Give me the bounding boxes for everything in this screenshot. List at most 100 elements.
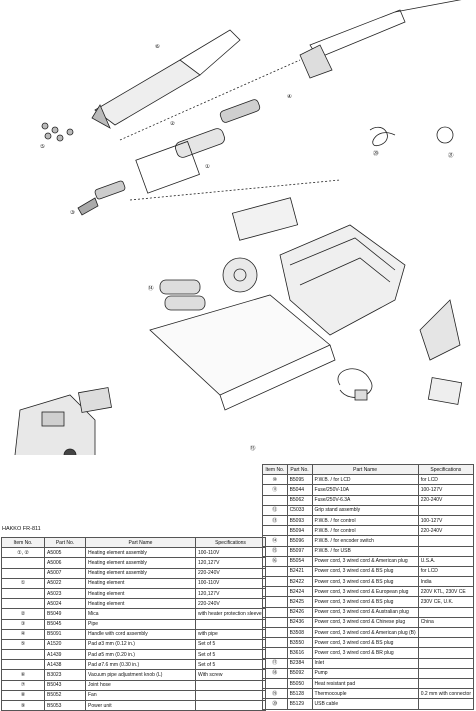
cell-part-no: B2425 [286,596,313,608]
callout-4: ④ [287,93,292,100]
cell-item-no: ① [1,577,45,589]
cell-specifications [417,626,475,639]
cell-part-no: B5091 [44,628,86,640]
cell-part-no: A5023 [44,587,86,600]
cell-part-no: B5053 [44,699,86,711]
cell-part-no: B5092 [286,667,313,679]
cell-part-name: Power cord, 3 wired cord & BR plug [311,647,419,659]
cell-part-no: B3550 [286,637,313,649]
cell-specifications [195,679,266,691]
cell-specifications: 0.2 mm with connector [417,688,475,700]
cell-part-name: Joint hose [85,679,196,691]
cell-specifications: Set of 5 [195,659,266,671]
cell-specifications: China [417,616,475,629]
cell-part-name: Heating element [85,587,196,600]
cell-part-no: B3508 [286,626,313,639]
cell-specifications: 100-127V [417,514,475,527]
cell-part-no: A5022 [44,577,86,589]
cell-item-no: ⑱ [262,667,288,679]
cell-part-name: Power cord, 3 wired cord & American plug… [311,626,419,639]
cell-part-no: B3616 [286,647,313,659]
cell-part-no: B5050 [286,677,313,690]
cell-specifications: 120,127V [195,557,266,569]
callout-6: ⑥ [155,43,160,50]
col-item-no: Item No. [262,463,288,476]
cell-item-no: ⑮ [262,545,288,557]
cell-item-no: ⑦ [1,679,45,691]
cell-specifications [417,504,475,516]
cell-part-no: B5096 [286,535,313,547]
cell-part-name: Pump [311,667,419,679]
cell-item-no [262,616,288,629]
cell-item-no: ⑤ [1,638,45,651]
cell-specifications [417,698,475,710]
col-part-no: Part No. [286,463,313,476]
table-header-row: Item No. Part No. Part Name Specificatio… [262,463,475,476]
cell-part-no: B5095 [286,474,313,486]
cell-item-no [1,567,45,579]
cell-specifications [195,699,266,711]
cell-item-no: ⑩ [262,474,288,486]
handpiece-left-illustration [91,29,241,129]
callout-3: ③ [70,209,75,216]
cell-specifications: 220-240V [417,525,475,537]
cell-part-name: Power cord, 3 wired cord & BS plug [311,637,419,649]
grip-stand-illustration [419,299,463,405]
cell-item-no: ⑨ [1,699,45,711]
cell-part-no: B5128 [286,688,313,700]
cell-part-name: Heat resistant pad [311,677,419,690]
cell-specifications: for LCD [417,565,475,578]
cell-part-name: Heating element assembly [85,567,196,579]
cell-part-no: A1520 [44,638,86,651]
cell-part-no: B5054 [286,555,313,567]
cell-part-no: B5094 [286,525,313,537]
callout-15: ⑮ [250,444,256,452]
cell-part-no: B5062 [286,494,313,506]
cell-specifications: 220-240V [195,598,266,610]
callout-20: ⑳ [373,149,379,157]
cell-item-no: ⑲ [262,688,288,700]
cell-part-name: Pipe [85,618,196,630]
caption-text: HAKKO FR-811 [2,526,41,532]
cell-part-name: Grip stand assembly [311,504,419,516]
cell-part-name: Fan [85,689,196,702]
cell-part-name: Power cord, 3 wired cord & BS plug [311,565,419,578]
cell-item-no [262,606,288,618]
cell-specifications [417,677,475,690]
cell-part-name: USB cable [311,698,419,710]
cell-item-no [1,557,45,569]
cell-part-name: P.W.B. / for encoder switch [311,535,419,547]
cell-specifications: 100-110V [195,547,266,559]
cell-part-no: B2436 [286,616,313,629]
parts-table-right: Item No. Part No. Part Name Specificatio… [262,463,475,710]
cell-specifications [417,667,475,679]
callout-1: ① [205,163,210,170]
cell-part-name: P.W.B. / for control [311,514,419,527]
cell-specifications: U.S.A. [417,555,475,567]
cell-item-no [262,647,288,659]
cell-specifications: 220-240V [417,494,475,506]
cell-part-name: Power cord, 3 wired cord & American plug [311,555,419,567]
cell-part-name: Vacuum pipe adjustment knob (L) [85,669,196,681]
table-header-row: Item No. Part No. Part Name Specificatio… [1,536,266,549]
cell-part-name: Power cord, 3 wired cord & European plug [311,586,419,598]
cell-specifications [417,545,475,557]
cell-item-no: ④ [1,628,45,640]
cell-specifications: 100-110V [195,577,266,589]
